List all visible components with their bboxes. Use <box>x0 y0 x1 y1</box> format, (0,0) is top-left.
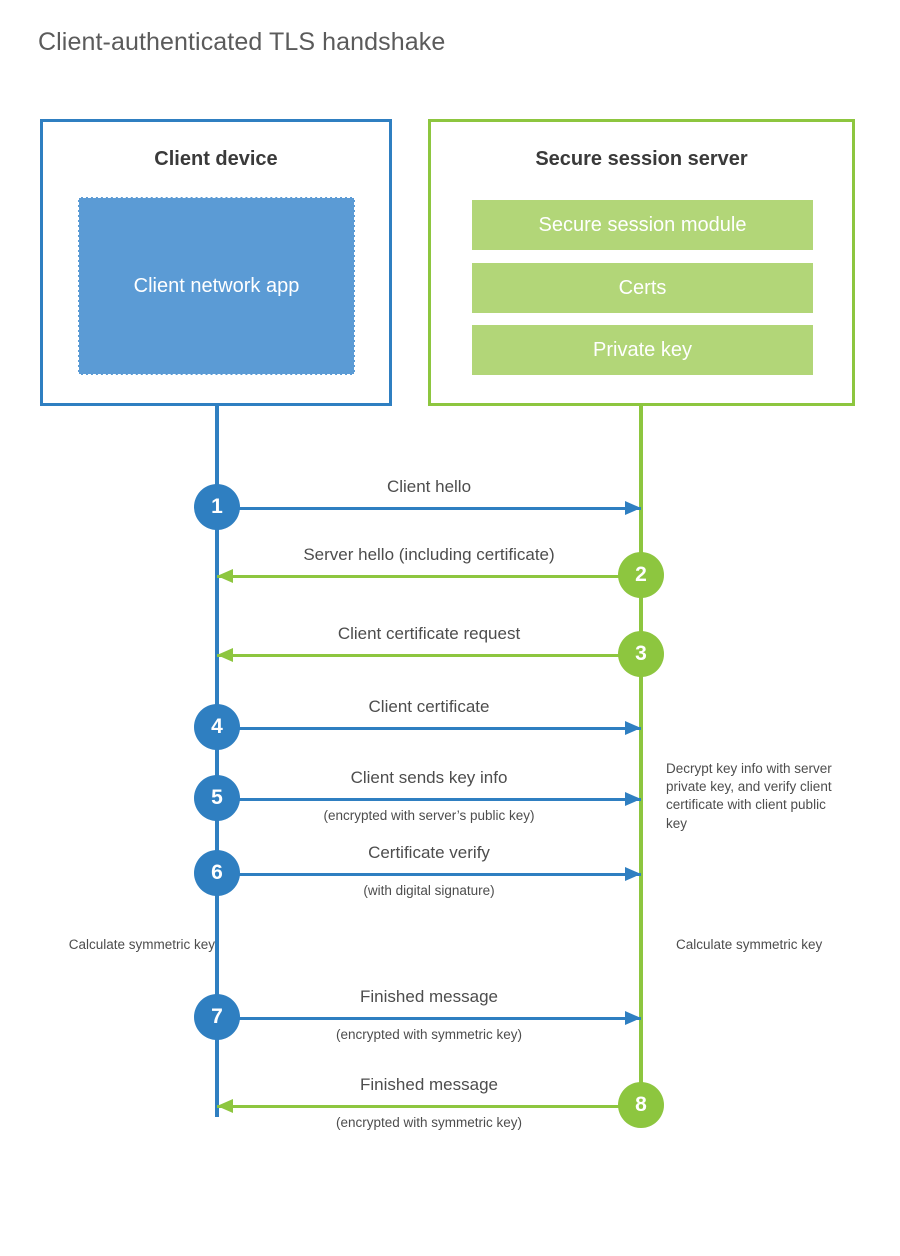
step-5-arrow-head <box>625 792 641 806</box>
step-4-badge: 4 <box>194 704 240 750</box>
step-4-arrow-line <box>217 727 641 730</box>
page-title: Client-authenticated TLS handshake <box>38 28 446 56</box>
server-component-certs: Certs <box>472 263 813 313</box>
step-8-arrow-line <box>217 1105 641 1108</box>
step-1-badge: 1 <box>194 484 240 530</box>
step-6-arrow-head <box>625 867 641 881</box>
client-device-title: Client device <box>154 148 278 170</box>
client-device-box: Client device Client network app <box>40 119 392 406</box>
step-4-arrow-head <box>625 721 641 735</box>
step-2-label: Server hello (including certificate) <box>303 545 555 564</box>
client-network-app-box: Client network app <box>78 197 355 375</box>
server-component-private-key: Private key <box>472 325 813 375</box>
step-7-badge: 7 <box>194 994 240 1040</box>
step-5-sublabel: (encrypted with server’s public key) <box>323 808 535 823</box>
step-7-label: Finished message <box>360 987 498 1006</box>
step-6-sublabel: (with digital signature) <box>363 883 495 898</box>
step-1-arrow-head <box>625 501 641 515</box>
step-7-arrow-line <box>217 1017 641 1020</box>
step-6-arrow-line <box>217 873 641 876</box>
step-8-sublabel: (encrypted with symmetric key) <box>335 1115 523 1130</box>
client-lifeline <box>215 404 219 1117</box>
step-6-badge: 6 <box>194 850 240 896</box>
step-3-badge: 3 <box>618 631 664 677</box>
server-lifeline <box>639 404 643 1106</box>
step-3-arrow-line <box>217 654 641 657</box>
step-3-arrow-head <box>217 648 233 662</box>
secure-session-server-title: Secure session server <box>535 148 748 170</box>
step-5-badge: 5 <box>194 775 240 821</box>
note-calculate-symmetric-key-client: Calculate symmetric key <box>68 937 215 952</box>
step-5-arrow-line <box>217 798 641 801</box>
server-component-secure-session-module: Secure session module <box>472 200 813 250</box>
step-8-arrow-head <box>217 1099 233 1113</box>
step-4-label: Client certificate <box>368 697 490 716</box>
step-2-arrow-head <box>217 569 233 583</box>
step-7-arrow-head <box>625 1011 641 1025</box>
step-3-label: Client certificate request <box>337 624 521 643</box>
step-6-label: Certificate verify <box>368 843 490 862</box>
step-8-badge: 8 <box>618 1082 664 1128</box>
step-7-sublabel: (encrypted with symmetric key) <box>335 1027 523 1042</box>
step-8-label: Finished message <box>360 1075 498 1094</box>
secure-session-server-box: Secure session server Secure session mod… <box>428 119 855 406</box>
note-calculate-symmetric-key-server: Calculate symmetric key <box>676 937 823 952</box>
step-1-label: Client hello <box>386 477 472 496</box>
step-2-badge: 2 <box>618 552 664 598</box>
step-2-arrow-line <box>217 575 641 578</box>
step-1-arrow-line <box>217 507 641 510</box>
note-decrypt-key-info: Decrypt key info with server private key… <box>666 761 832 831</box>
step-5-label: Client sends key info <box>350 768 508 787</box>
